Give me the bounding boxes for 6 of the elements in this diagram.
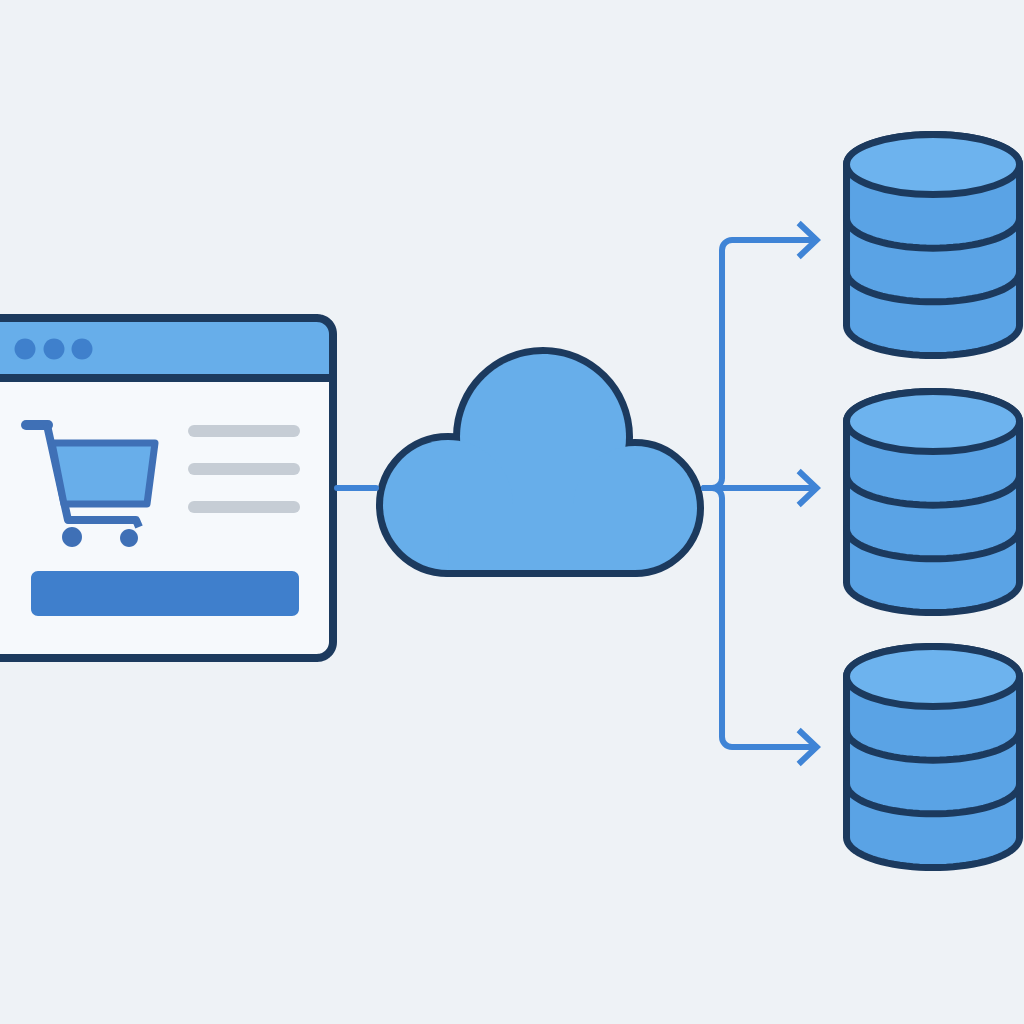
database-cylinder xyxy=(843,643,1023,871)
connector-line xyxy=(334,485,379,491)
cloud xyxy=(376,347,704,577)
database-cylinder xyxy=(843,388,1023,616)
arrow xyxy=(701,485,821,767)
database-cylinder xyxy=(843,131,1023,359)
